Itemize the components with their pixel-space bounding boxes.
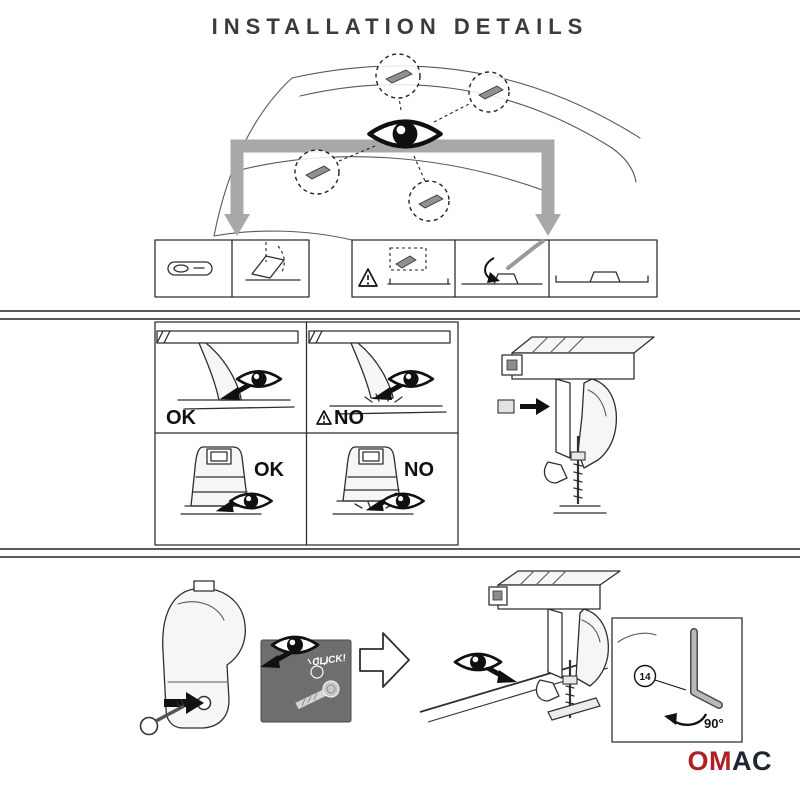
page-title: INSTALLATION DETAILS [211,14,589,39]
eye-icon [453,652,503,672]
bolt-icon [295,680,340,710]
panel-ok-front: OK [180,446,285,515]
click-label: CLICK! [312,653,348,669]
hex-key-detail-panel: 14 90° [611,617,743,743]
fixing-point-circle [375,53,421,99]
fixing-point-circle [294,149,340,195]
no-label: NO [334,407,364,429]
fitting-part [497,399,515,414]
eye-icon [270,635,320,655]
foot-lock-illustration [139,580,246,736]
hex-key-icon [506,239,545,270]
eye-icon [235,370,283,388]
insert-arrow-icon [520,398,550,415]
next-step-arrow-icon [359,632,410,688]
part-14-badge: 14 [633,664,687,691]
fixing-point-circle [408,180,450,222]
warning-icon [316,410,332,425]
no-label: NO [404,459,434,481]
down-arrow-icon [535,214,561,236]
roof-band-arrows [224,139,561,236]
panel-no-front: NO [332,446,434,515]
down-arrow-icon [224,214,250,236]
key-icon [139,699,185,736]
comparison-grid: OK NO [154,321,459,546]
rotate-90-arrow-icon [664,713,708,726]
brand-logo: OMAC [688,746,773,777]
click-burst-icon [307,657,329,679]
warning-icon [358,268,378,287]
fixing-point-circle [468,71,510,113]
eye-icon [387,370,435,388]
logo-prefix: OM [687,746,732,776]
part-number: 14 [639,672,651,683]
panel-ok-side: OK [156,330,299,429]
ok-label: OK [166,407,197,429]
hex-key-icon [690,628,723,709]
key-insert-arrow-icon [164,692,204,714]
detail-panel-cover [154,239,310,298]
ok-label: OK [254,459,285,481]
eye-icon [229,492,273,510]
detail-panel-fixpoint [351,239,658,298]
fixing-point-connectors [338,97,472,182]
panel-no-side: NO [308,330,451,429]
eye-icon [369,122,440,147]
angle-label: 90° [704,716,724,731]
clamp-claw [535,679,560,702]
assembled-foot-illustration [419,570,621,723]
logo-suffix: AC [732,746,772,776]
eye-icon [381,492,425,510]
crossbar-foot-detail [497,336,655,514]
clamp-claw [543,461,568,484]
